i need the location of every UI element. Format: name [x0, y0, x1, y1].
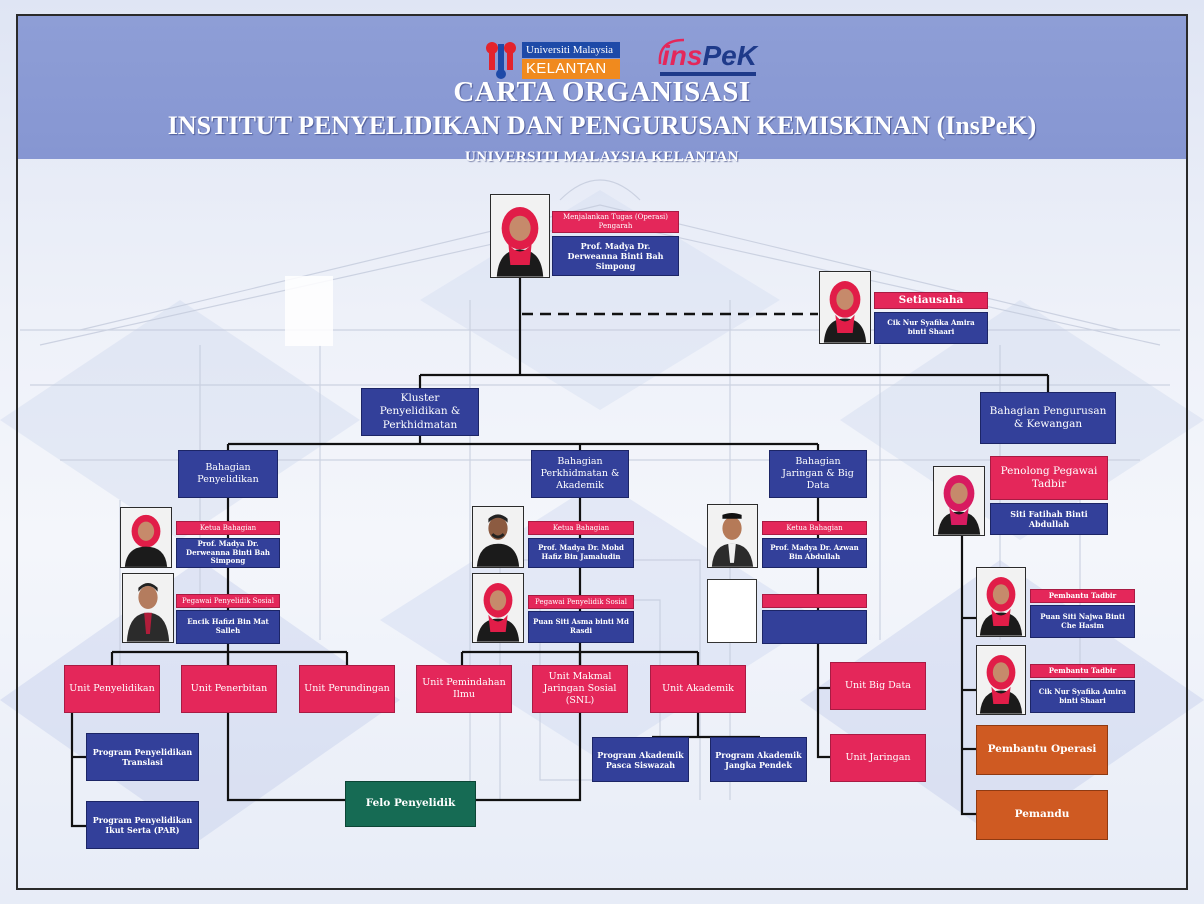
inspek-logo-underline: [660, 72, 756, 76]
bahagian-jaringan-box: Bahagian Jaringan & Big Data: [769, 450, 867, 498]
umk-logo-text-bottom: KELANTAN: [522, 59, 620, 79]
pembantu1-role-label: Pembantu Tadbir: [1030, 589, 1135, 603]
pembantu-operasi-box: Pembantu Operasi: [976, 725, 1108, 775]
penolong-role-label: Penolong Pegawai Tadbir: [990, 456, 1108, 500]
secretary-role-label: Setiausaha: [874, 292, 988, 309]
unit-makmal-box: Unit Makmal Jaringan Sosial (SNL): [532, 665, 628, 713]
inspek-logo-icon: insPeK: [654, 34, 758, 80]
umk-logo-icon: Universiti Malaysia KELANTAN: [484, 40, 620, 80]
perkhidmatan-officer-role: Pegawai Penyelidik Sosial: [528, 595, 634, 609]
unit-akademik-box: Unit Akademik: [650, 665, 746, 713]
kluster-penyelidikan-box: Kluster Penyelidikan & Perkhidmatan: [361, 388, 479, 436]
perkhidmatan-head-name: Prof. Madya Dr. Mohd Hafiz Bin Jamaludin: [528, 538, 634, 568]
pembantu2-photo: [976, 645, 1026, 715]
jaringan-head-photo: [707, 504, 758, 568]
director-name: Prof. Madya Dr. Derweanna Binti Bah Simp…: [552, 236, 679, 276]
director-photo: [490, 194, 550, 278]
perkhidmatan-head-role: Ketua Bahagian: [528, 521, 634, 535]
unit-penerbitan-box: Unit Penerbitan: [181, 665, 277, 713]
person-photo-icon: [708, 505, 757, 567]
jaringan-head-role: Ketua Bahagian: [762, 521, 867, 535]
page-subtitle: INSTITUT PENYELIDIKAN DAN PENGURUSAN KEM…: [167, 111, 1037, 140]
penolong-photo: [933, 466, 985, 536]
header-banner: Universiti Malaysia KELANTAN insPeK CART…: [18, 16, 1186, 165]
felo-penyelidik-box: Felo Penyelidik: [345, 781, 476, 827]
bahagian-pengurusan-box: Bahagian Pengurusan & Kewangan: [980, 392, 1116, 444]
person-photo-icon: [820, 272, 870, 343]
university-name: UNIVERSITI MALAYSIA KELANTAN: [464, 149, 740, 165]
program-par-box: Program Penyelidikan Ikut Serta (PAR): [86, 801, 199, 849]
penyelidikan-officer-role: Pegawai Penyelidik Sosial: [176, 594, 280, 608]
pembantu1-name: Puan Siti Najwa Binti Che Hasim: [1030, 605, 1135, 638]
penyelidikan-head-role: Ketua Bahagian: [176, 521, 280, 535]
bahagian-penyelidikan-box: Bahagian Penyelidikan: [178, 450, 278, 498]
program-pasca-box: Program Akademik Pasca Siswazah: [592, 737, 689, 782]
person-photo-icon: [977, 646, 1025, 714]
person-photo-icon: [977, 568, 1025, 636]
penyelidikan-officer-name: Encik Hafizi Bin Mat Salleh: [176, 610, 280, 644]
pembantu2-name: Cik Nur Syafika Amira binti Shaari: [1030, 680, 1135, 713]
inspek-logo-text-a: ins: [662, 40, 703, 71]
perkhidmatan-officer-name: Puan Siti Asma binti Md Rasdi: [528, 611, 634, 643]
page-title: CARTA ORGANISASI: [453, 76, 751, 108]
pembantu1-photo: [976, 567, 1026, 637]
inspek-logo-text-b: PeK: [702, 40, 757, 71]
unit-pemindahan-box: Unit Pemindahan Ilmu: [416, 665, 512, 713]
pemandu-box: Pemandu: [976, 790, 1108, 840]
secretary-photo: [819, 271, 871, 344]
penyelidikan-head-name: Prof. Madya Dr. Derweanna Binti Bah Simp…: [176, 538, 280, 568]
unit-perundingan-box: Unit Perundingan: [299, 665, 395, 713]
person-photo-icon: [491, 195, 549, 277]
umk-logo-text-top: Universiti Malaysia: [522, 42, 620, 58]
person-photo-icon: [473, 574, 523, 642]
unit-jaringan-box: Unit Jaringan: [830, 734, 926, 782]
director-role-label: Menjalankan Tugas (Operasi) Pengarah: [552, 211, 679, 233]
perkhidmatan-head-photo: [472, 506, 524, 568]
person-photo-icon: [934, 467, 984, 535]
pembantu2-role-label: Pembantu Tadbir: [1030, 664, 1135, 678]
jaringan-vacant-role: [762, 594, 867, 608]
program-jangka-box: Program Akademik Jangka Pendek: [710, 737, 807, 782]
jaringan-vacant-name: [762, 610, 867, 644]
secretary-name: Cik Nur Syafika Amira binti Shaari: [874, 312, 988, 344]
bahagian-perkhidmatan-box: Bahagian Perkhidmatan & Akademik: [531, 450, 629, 498]
unit-penyelidikan-box: Unit Penyelidikan: [64, 665, 160, 713]
person-photo-icon: [123, 574, 173, 642]
jaringan-vacant-photo: [707, 579, 757, 643]
penyelidikan-officer-photo: [122, 573, 174, 643]
person-photo-icon: [121, 508, 171, 567]
penolong-name: Siti Fatihah Binti Abdullah: [990, 503, 1108, 535]
person-photo-icon: [473, 507, 523, 567]
jaringan-head-name: Prof. Madya Dr. Azwan Bin Abdullah: [762, 538, 867, 568]
perkhidmatan-officer-photo: [472, 573, 524, 643]
penyelidikan-head-photo: [120, 507, 172, 568]
unit-bigdata-box: Unit Big Data: [830, 662, 926, 710]
program-translasi-box: Program Penyelidikan Translasi: [86, 733, 199, 781]
